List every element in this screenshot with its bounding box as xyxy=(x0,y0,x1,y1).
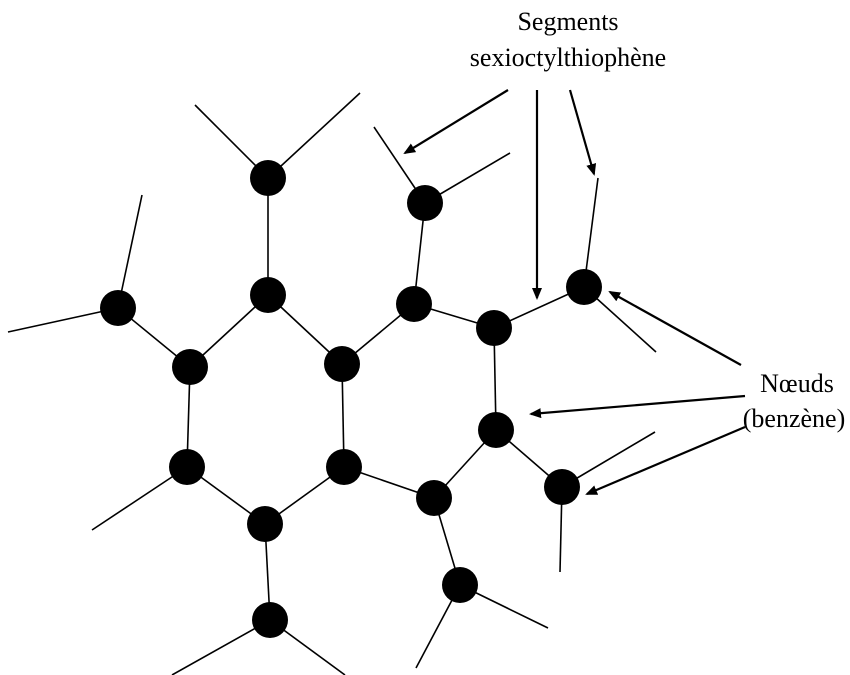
benzene-node xyxy=(416,480,452,516)
benzene-node xyxy=(172,349,208,385)
benzene-node xyxy=(252,602,288,638)
benzene-node xyxy=(407,185,443,221)
dangling-bond xyxy=(267,92,361,179)
segments-arrow-group xyxy=(403,89,597,300)
benzene-node xyxy=(326,449,362,485)
benzene-node xyxy=(250,160,286,196)
dangling-bond-group xyxy=(7,92,657,675)
benzene-node xyxy=(476,310,512,346)
segments-label-line1: Segments xyxy=(517,7,618,36)
benzene-node xyxy=(544,469,580,505)
nodes-arrow-group xyxy=(529,291,746,496)
benzene-node xyxy=(566,269,602,305)
dangling-bond xyxy=(561,431,656,488)
segments-label-line2: sexioctylthiophène xyxy=(470,43,666,72)
segments-arrow xyxy=(568,89,597,176)
benzene-node xyxy=(396,286,432,322)
nodes-label-line1: Nœuds xyxy=(760,369,834,398)
benzene-node xyxy=(478,412,514,448)
dangling-bond xyxy=(171,619,271,675)
benzene-node xyxy=(169,449,205,485)
dangling-bond xyxy=(117,194,143,309)
nodes-label-line2: (benzène) xyxy=(743,404,845,433)
nodes-arrow xyxy=(608,291,742,366)
benzene-node xyxy=(324,346,360,382)
benzene-node xyxy=(250,277,286,313)
benzene-node xyxy=(247,506,283,542)
dangling-bond xyxy=(7,307,119,333)
segments-arrow xyxy=(403,89,509,155)
benzene-node xyxy=(100,290,136,326)
nodes-arrow xyxy=(529,394,746,419)
node-group xyxy=(100,160,602,638)
dangling-bond xyxy=(583,177,599,288)
bond-group xyxy=(117,178,585,621)
nodes-arrow xyxy=(585,425,746,496)
benzene-node xyxy=(442,567,478,603)
dangling-bond xyxy=(91,466,188,531)
